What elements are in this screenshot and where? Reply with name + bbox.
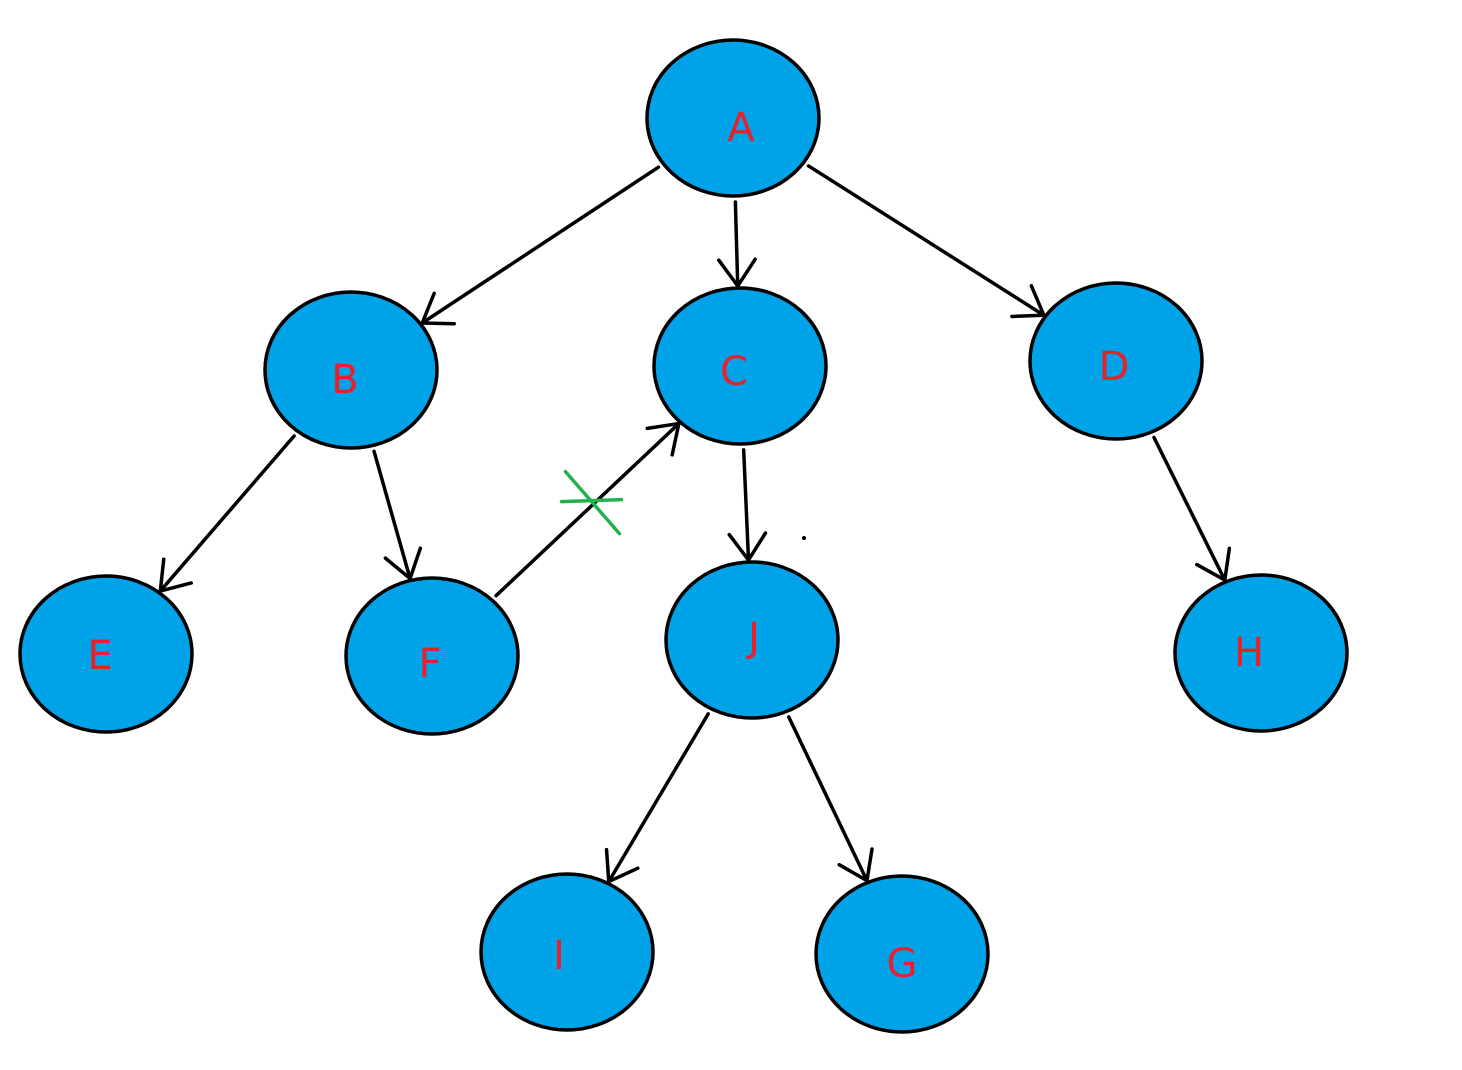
edge-line bbox=[806, 164, 1046, 317]
cross-stroke bbox=[559, 497, 624, 504]
node-circle bbox=[664, 560, 840, 720]
node-circle bbox=[645, 38, 821, 198]
node-circle bbox=[652, 286, 828, 446]
node-label: I bbox=[553, 933, 565, 979]
cross-out-mark bbox=[559, 469, 624, 536]
arrowhead bbox=[645, 421, 681, 457]
node-I: I bbox=[479, 872, 655, 1032]
node-label: A bbox=[727, 105, 755, 151]
edge-line bbox=[494, 421, 681, 598]
node-circle bbox=[1028, 281, 1204, 441]
node-circle bbox=[814, 874, 990, 1034]
edge-D-H bbox=[1152, 435, 1232, 582]
edge-A-C bbox=[717, 200, 757, 288]
node-circle bbox=[479, 872, 655, 1032]
edge-A-B bbox=[420, 165, 661, 326]
node-circle bbox=[18, 574, 194, 734]
arrowhead bbox=[383, 546, 423, 581]
node-G: G bbox=[814, 874, 990, 1034]
node-F: F bbox=[344, 576, 520, 736]
node-label: F bbox=[418, 641, 441, 687]
node-A: A bbox=[645, 38, 821, 198]
arrowhead bbox=[1195, 546, 1232, 582]
edge-A-D bbox=[806, 164, 1046, 319]
node-circle bbox=[1173, 573, 1349, 733]
edge-B-F bbox=[372, 449, 423, 581]
edges-layer bbox=[158, 164, 1232, 884]
node-H: H bbox=[1173, 573, 1349, 733]
crossed-edges-layer bbox=[494, 421, 681, 598]
node-B: B bbox=[263, 290, 439, 450]
node-circle bbox=[344, 576, 520, 736]
node-D: D bbox=[1028, 281, 1204, 441]
arrowhead bbox=[1010, 284, 1046, 319]
node-label: E bbox=[87, 633, 112, 679]
edge-line bbox=[787, 715, 869, 883]
arrowhead bbox=[420, 291, 456, 326]
arrowhead bbox=[158, 557, 194, 593]
node-label: D bbox=[1099, 344, 1130, 390]
node-E: E bbox=[18, 574, 194, 734]
arrowhead bbox=[837, 847, 874, 883]
arrowhead bbox=[604, 847, 640, 884]
edge-line bbox=[733, 200, 740, 288]
cross-stroke bbox=[563, 469, 622, 536]
edge-F-C-crossed bbox=[494, 421, 681, 598]
node-C: C bbox=[652, 286, 828, 446]
edge-line bbox=[372, 449, 412, 581]
nodes-layer: A B C D E F J H I G bbox=[18, 38, 1349, 1034]
edge-line bbox=[607, 712, 710, 884]
node-label: H bbox=[1234, 630, 1264, 676]
edge-J-G bbox=[787, 715, 874, 883]
edge-C-J bbox=[727, 448, 768, 562]
edge-line bbox=[158, 434, 296, 593]
edge-B-E bbox=[158, 434, 296, 593]
edge-J-I bbox=[604, 712, 710, 884]
node-J: J bbox=[664, 560, 840, 720]
edge-line bbox=[741, 448, 751, 562]
node-label: B bbox=[331, 357, 358, 403]
arrowhead bbox=[717, 257, 757, 288]
stray-dot bbox=[802, 536, 806, 540]
edge-line bbox=[1152, 435, 1227, 582]
edge-line bbox=[420, 165, 661, 325]
node-label: G bbox=[887, 941, 918, 987]
node-label: C bbox=[720, 349, 748, 395]
node-circle bbox=[263, 290, 439, 450]
node-label: J bbox=[745, 615, 760, 661]
arrowhead bbox=[727, 531, 768, 562]
